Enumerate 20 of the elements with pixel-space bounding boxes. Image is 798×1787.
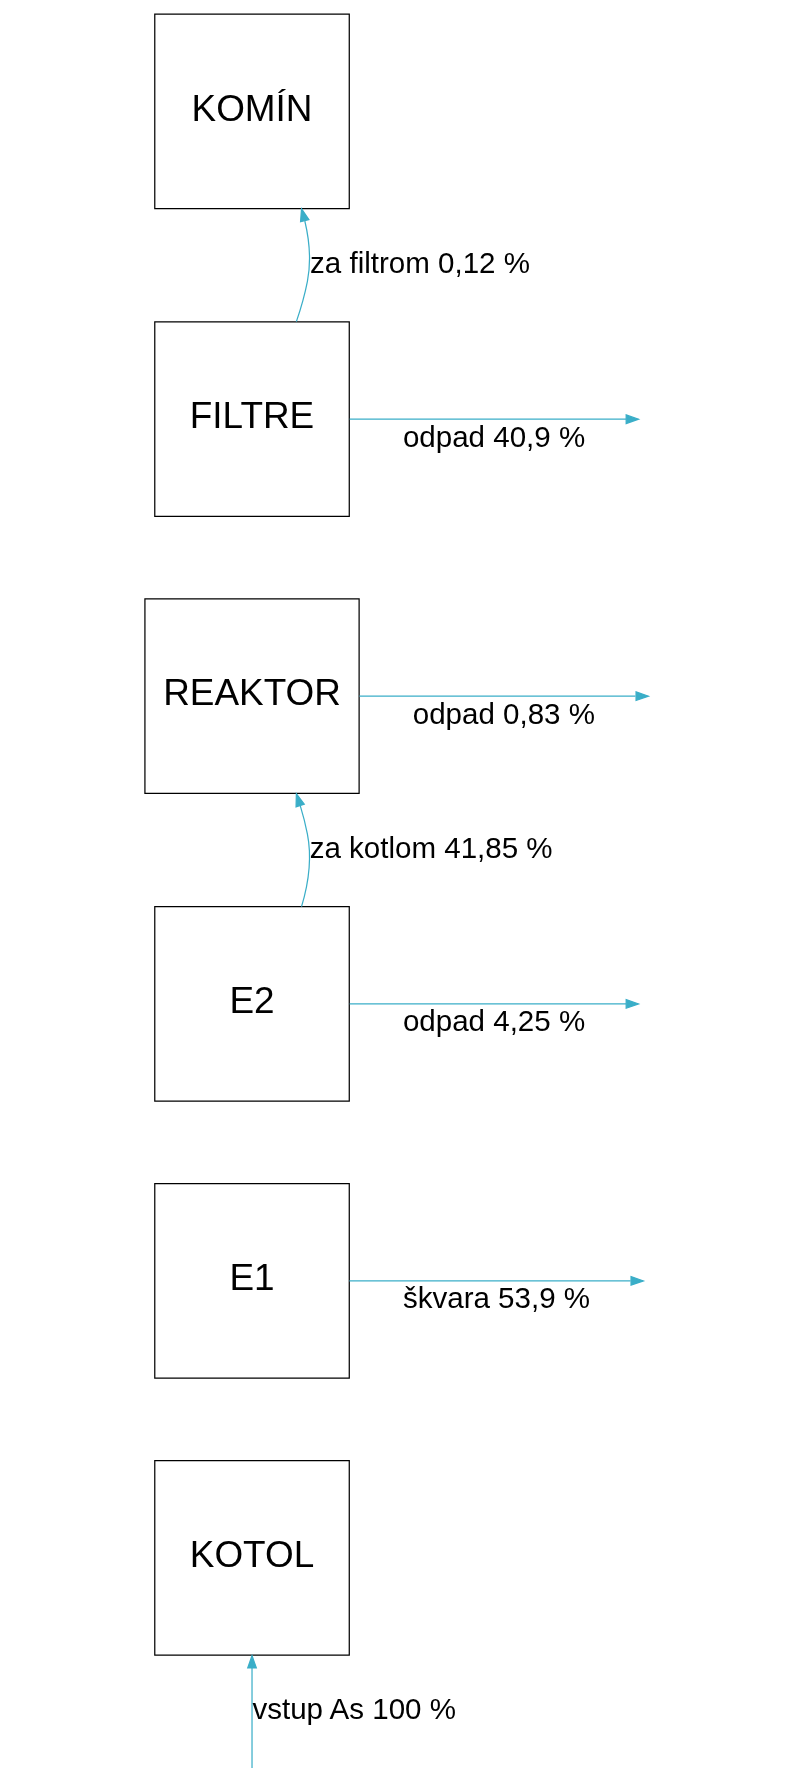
edge-label: za kotlom 41,85 % bbox=[309, 830, 553, 864]
edge-label: odpad 0,83 % bbox=[412, 696, 596, 730]
edge-label: odpad 40,9 % bbox=[402, 419, 586, 453]
arrow bbox=[246, 1653, 258, 1769]
arrow bbox=[295, 207, 311, 323]
node-box: E2 bbox=[154, 906, 350, 1102]
node-box: E1 bbox=[154, 1183, 350, 1379]
edge-label: vstup As 100 % bbox=[252, 1692, 456, 1726]
node-box: FILTRE bbox=[154, 321, 350, 518]
arrow bbox=[349, 998, 641, 1010]
arrow bbox=[358, 691, 651, 702]
edge-label: za filtrom 0,12 % bbox=[310, 245, 531, 279]
edge-label: odpad 4,25 % bbox=[402, 1004, 586, 1038]
arrow bbox=[348, 1275, 646, 1287]
node-box: KOTOL bbox=[154, 1460, 350, 1656]
arrow bbox=[295, 792, 311, 908]
node-box: REAKTOR bbox=[144, 598, 360, 795]
arrow bbox=[349, 414, 641, 425]
edge-label: škvara 53,9 % bbox=[402, 1281, 591, 1315]
node-box: KOMÍN bbox=[154, 13, 350, 210]
